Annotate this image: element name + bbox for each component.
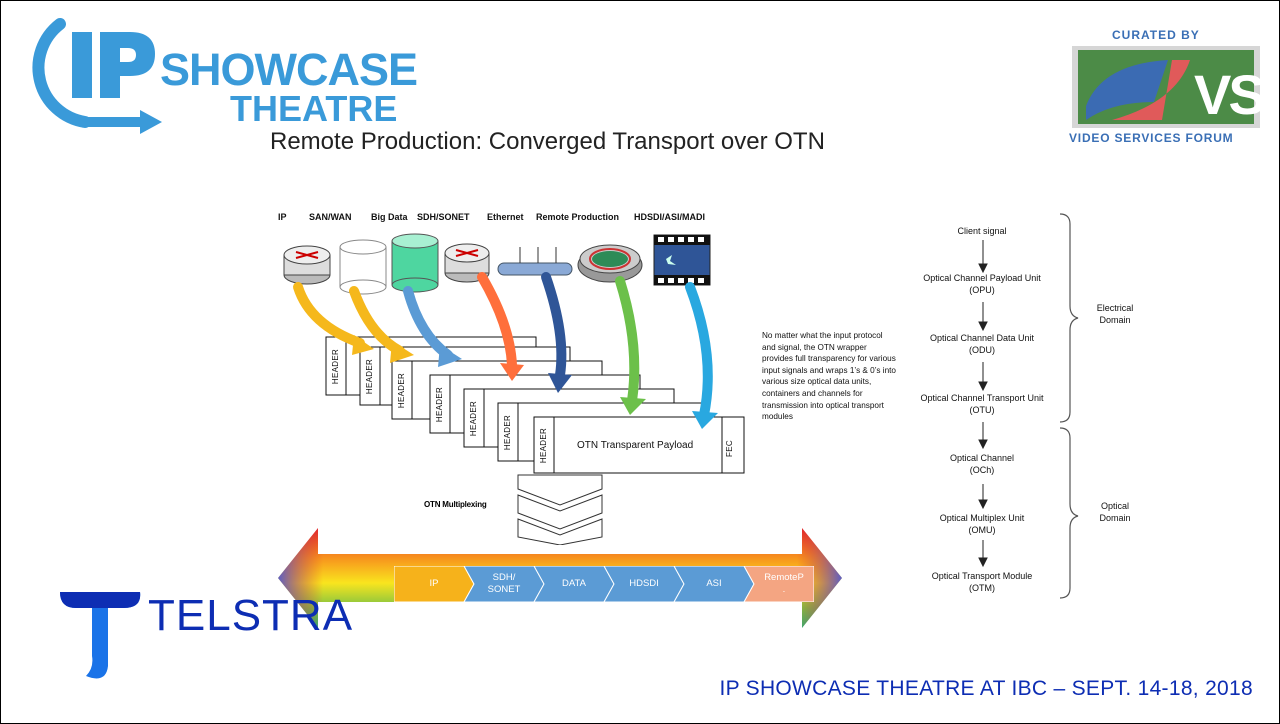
slide-title: Remote Production: Converged Transport o…	[270, 128, 825, 155]
ip-showcase-line1: SHOWCASE	[160, 44, 418, 95]
svg-text:VSF: VSF	[1194, 63, 1260, 126]
otn-payload-label: OTN Transparent Payload	[577, 440, 694, 451]
otn-layer-0: Client signal	[957, 226, 1007, 236]
domain-braces	[1058, 212, 1082, 602]
otn-layer-1: Optical Channel Payload Unit(OPU)	[923, 273, 1041, 295]
arrow-segment-label: DATA	[562, 578, 586, 589]
arrow-segment-shapes	[393, 565, 815, 603]
film-strip-icon	[653, 234, 711, 286]
telstra-wordmark: TELSTRA	[148, 591, 354, 640]
vsf-subtitle: VIDEO SERVICES FORUM	[1069, 131, 1234, 145]
input-label-big-data: Big Data	[371, 212, 408, 222]
curated-by-label: CURATED BY	[1112, 28, 1200, 42]
otn-layer-4: Optical Channel(OCh)	[949, 453, 1015, 475]
arrow-segment-label: HDSDI	[629, 578, 659, 589]
otn-wrapper-diagram	[270, 225, 750, 546]
slide-footer: IP SHOWCASE THEATRE AT IBC – SEPT. 14-18…	[719, 677, 1253, 700]
otn-multiplexing-label: OTN Multiplexing	[424, 500, 487, 509]
vsf-logo: VSF	[1072, 46, 1280, 128]
otn-stack-connectors	[975, 236, 995, 596]
header-label: HEADER	[539, 427, 549, 464]
input-label-sdh-sonet: SDH/SONET	[417, 212, 470, 222]
otn-note: No matter what the input protocol and si…	[762, 331, 896, 422]
arrow-segment-label: ASI	[706, 578, 722, 589]
arrow-segment-label: IP	[429, 578, 439, 589]
router-icon	[283, 245, 331, 285]
arrow-segments: IP SDH/SONET DATA HDSDI ASI RemoteP.	[393, 565, 815, 603]
input-label-ip: IP	[278, 212, 287, 222]
otn-layer-6: Optical Transport Module(OTM)	[931, 571, 1033, 593]
stadium-icon	[577, 244, 643, 283]
header-label: HEADER	[435, 386, 445, 423]
header-label: HEADER	[365, 358, 375, 395]
input-label-san-wan: SAN/WAN	[309, 212, 352, 222]
ip-showcase-line2: THEATRE	[230, 88, 398, 129]
header-label: HEADER	[503, 414, 513, 451]
otn-layer-5: Optical Multiplex Unit(OMU)	[939, 513, 1025, 535]
otn-layer-2: Optical Channel Data Unit(ODU)	[929, 333, 1035, 355]
database-icon	[391, 233, 439, 293]
fec-label: FEC	[724, 440, 734, 457]
header-label: HEADER	[331, 348, 341, 385]
input-label-hdsdi: HDSDI/ASI/MADI	[634, 212, 706, 222]
arrow-segment-label: SDH/SONET	[487, 572, 521, 595]
ethernet-pipe-icon	[497, 247, 573, 276]
input-label-ethernet: Ethernet	[487, 212, 524, 222]
sdh-router-icon	[444, 243, 490, 283]
header-label: HEADER	[469, 400, 479, 437]
storage-cylinder-icon	[339, 239, 387, 295]
otn-layer-3: Optical Channel Transport Unit(OTU)	[920, 393, 1044, 415]
input-label-remote-production: Remote Production	[536, 212, 620, 222]
arrow-segment-label: RemoteP.	[764, 572, 804, 595]
ip-showcase-logo	[30, 14, 410, 134]
telstra-logo	[56, 586, 142, 686]
header-label: HEADER	[397, 372, 407, 409]
